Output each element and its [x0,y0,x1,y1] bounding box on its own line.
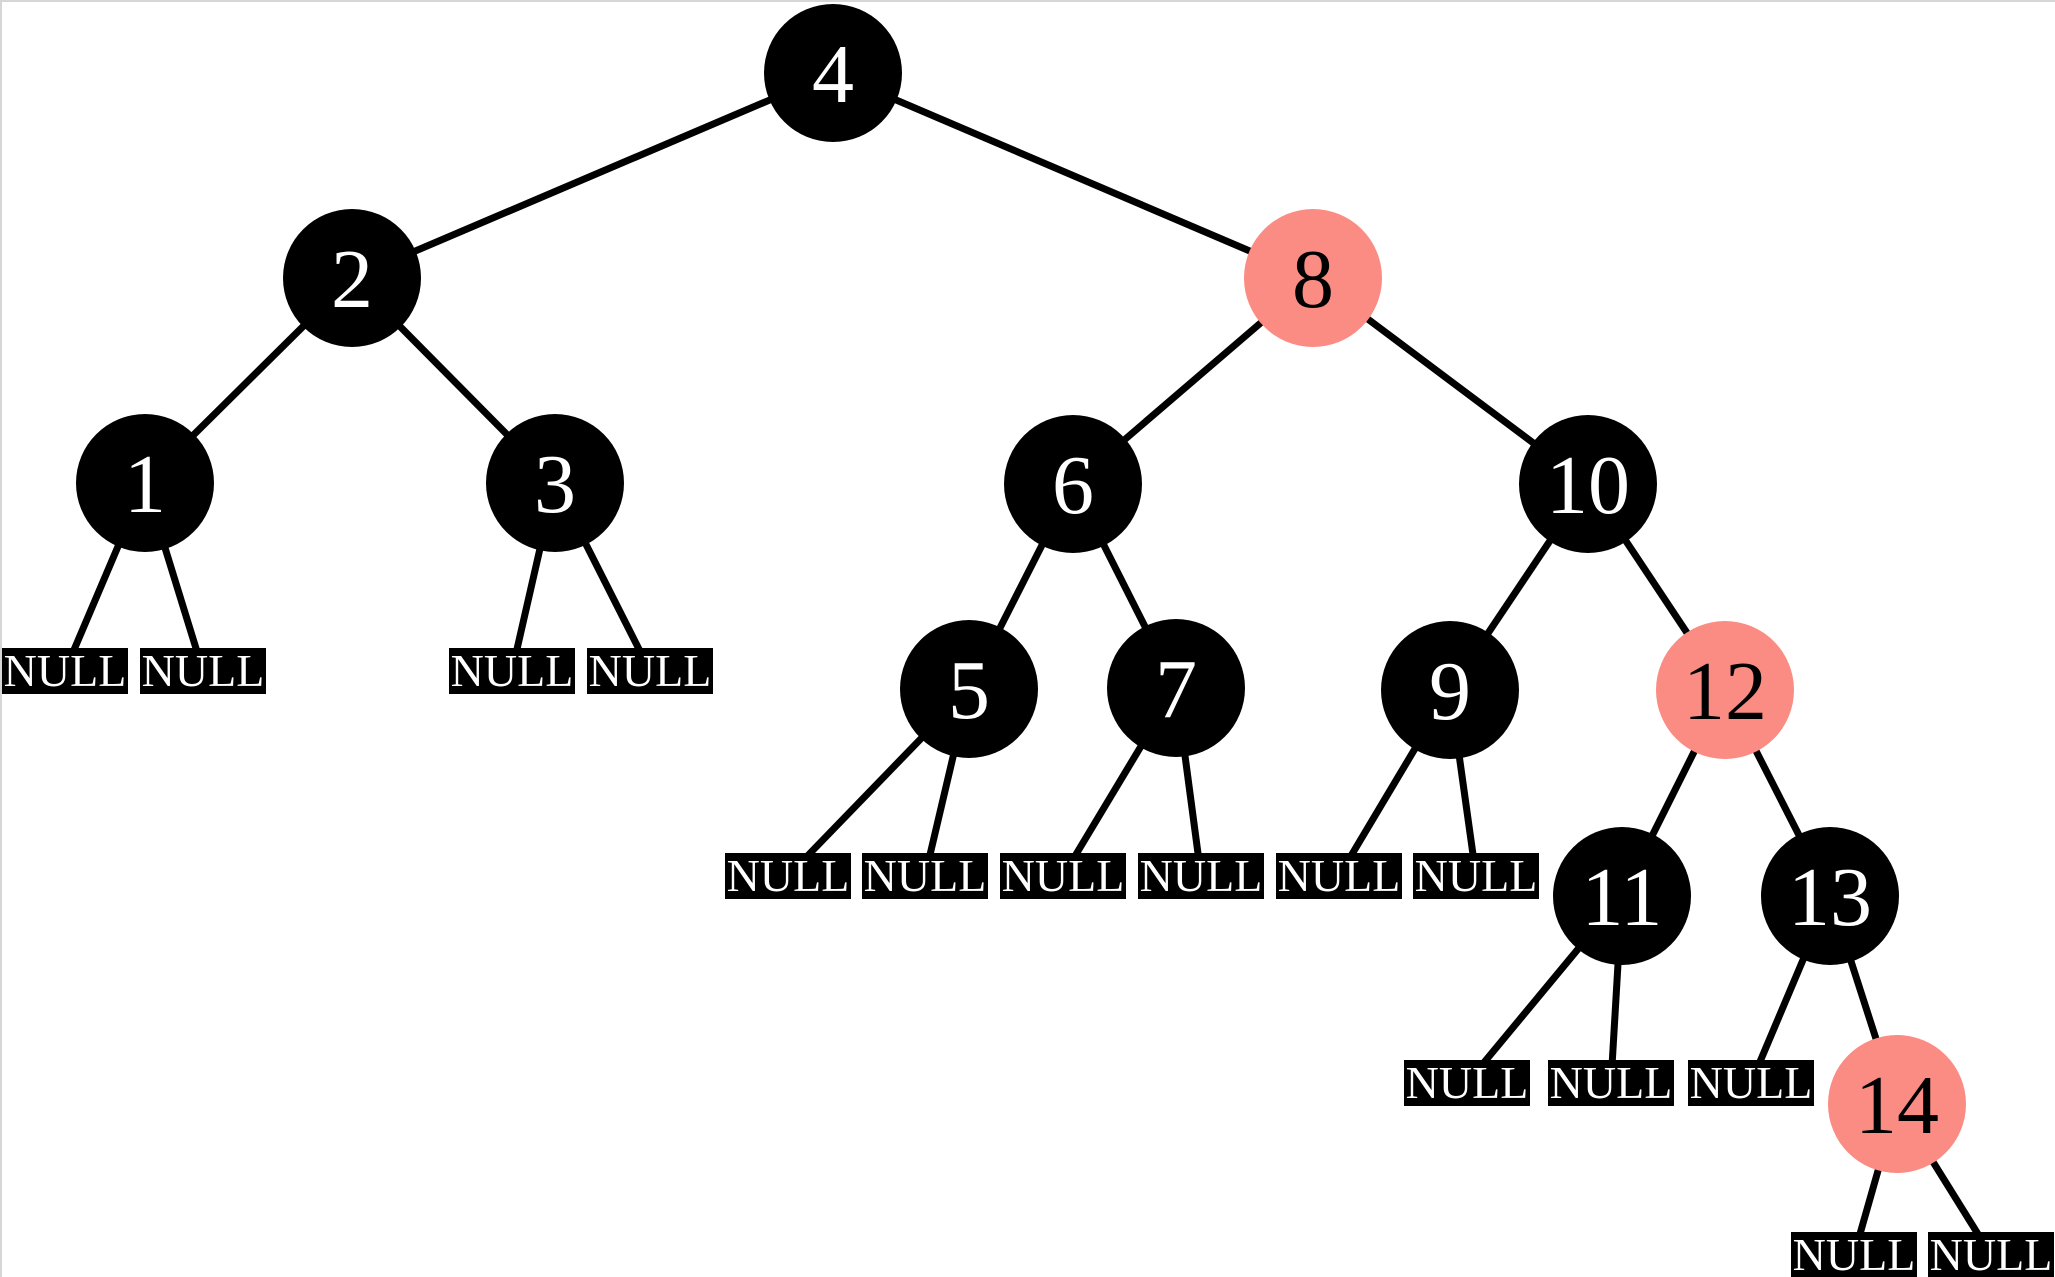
null-leaf-label: NULL [864,850,987,901]
screenshot-border-left [0,0,2,1277]
null-leaf-null-1R: NULL [140,645,266,696]
null-leaf-null-3R: NULL [587,645,713,696]
null-leaf-box [1276,853,1402,899]
null-leaf-box [1404,1060,1530,1106]
null-leaf-null-9L: NULL [1276,850,1402,901]
null-leaf-label: NULL [142,645,265,696]
null-leaf-label: NULL [4,645,127,696]
black-node-circle [1761,827,1899,965]
node-value-label: 4 [812,28,854,121]
null-leaf-null-5L: NULL [725,850,851,901]
null-leaf-null-13L: NULL [1688,1057,1814,1108]
null-leaf-label: NULL [1793,1229,1916,1277]
node-value-label: 8 [1292,233,1334,326]
null-leaf-box [725,853,851,899]
null-leaf-box [1928,1232,2054,1277]
tree-edge-4-2 [350,69,835,282]
null-leaf-null-3L: NULL [449,645,575,696]
null-leaf-label: NULL [1930,1229,2053,1277]
node-value-label: 12 [1683,645,1767,738]
null-leaf-box [1791,1232,1917,1277]
tree-node-14: 14 [1828,1035,1966,1173]
null-leaf-null-14L: NULL [1791,1229,1917,1277]
null-leaf-null-9R: NULL [1413,850,1539,901]
null-leaf-box [587,648,713,694]
null-leaf-null-5R: NULL [862,850,988,901]
null-leaf-box [1688,1060,1814,1106]
null-leaf-label: NULL [1406,1057,1529,1108]
black-node-circle [1381,621,1519,759]
null-leaf-box [1413,853,1539,899]
tree-node-9: 9 [1381,621,1519,759]
node-value-label: 7 [1155,643,1197,736]
tree-node-6: 6 [1004,415,1142,553]
tree-node-2: 2 [283,209,421,347]
null-leaf-null-1L: NULL [2,645,128,696]
red-node-circle [1828,1035,1966,1173]
node-value-label: 14 [1855,1059,1939,1152]
tree-node-3: 3 [486,414,624,552]
tree-node-1: 1 [76,414,214,552]
null-leaf-box [862,853,988,899]
black-node-circle [1553,827,1691,965]
null-leaf-box [449,648,575,694]
null-leaf-label: NULL [589,645,712,696]
null-leaf-null-7R: NULL [1138,850,1264,901]
tree-node-13: 13 [1761,827,1899,965]
null-leaf-null-7L: NULL [1000,850,1126,901]
null-leaf-label: NULL [1002,850,1125,901]
tree-node-10: 10 [1519,415,1657,553]
red-node-circle [1244,209,1382,347]
null-leaf-label: NULL [727,850,850,901]
node-value-label: 3 [534,438,576,531]
tree-edge-4-8 [831,69,1315,282]
tree-node-4: 4 [764,4,902,142]
null-leaf-label: NULL [1140,850,1263,901]
node-value-label: 5 [948,644,990,737]
null-leaf-box [1138,853,1264,899]
null-leaf-null-11R: NULL [1548,1057,1674,1108]
black-node-circle [1107,619,1245,757]
null-leaf-label: NULL [1415,850,1538,901]
node-value-label: 10 [1546,439,1630,532]
tree-node-11: 11 [1553,827,1691,965]
node-value-label: 1 [124,438,166,531]
node-value-label: 9 [1429,645,1471,738]
null-leaf-null-11L: NULL [1404,1057,1530,1108]
black-node-circle [1519,415,1657,553]
null-leaf-box [1548,1060,1674,1106]
tree-node-8: 8 [1244,209,1382,347]
screenshot-border-top [0,0,2055,2]
black-node-circle [283,209,421,347]
null-leaf-box [2,648,128,694]
tree-node-5: 5 [900,620,1038,758]
null-leaf-box [140,648,266,694]
black-node-circle [900,620,1038,758]
null-leaf-label: NULL [1690,1057,1813,1108]
null-leaf-label: NULL [1550,1057,1673,1108]
black-node-circle [76,414,214,552]
null-leaf-box [1000,853,1126,899]
node-value-label: 11 [1582,851,1663,944]
black-node-circle [764,4,902,142]
null-leaf-null-14R: NULL [1928,1229,2054,1277]
null-leaf-label: NULL [451,645,574,696]
null-leaf-label: NULL [1278,850,1401,901]
node-value-label: 2 [331,233,373,326]
red-node-circle [1656,621,1794,759]
black-node-circle [486,414,624,552]
node-value-label: 6 [1052,439,1094,532]
black-node-circle [1004,415,1142,553]
tree-node-12: 12 [1656,621,1794,759]
node-value-label: 13 [1788,851,1872,944]
tree-node-7: 7 [1107,619,1245,757]
